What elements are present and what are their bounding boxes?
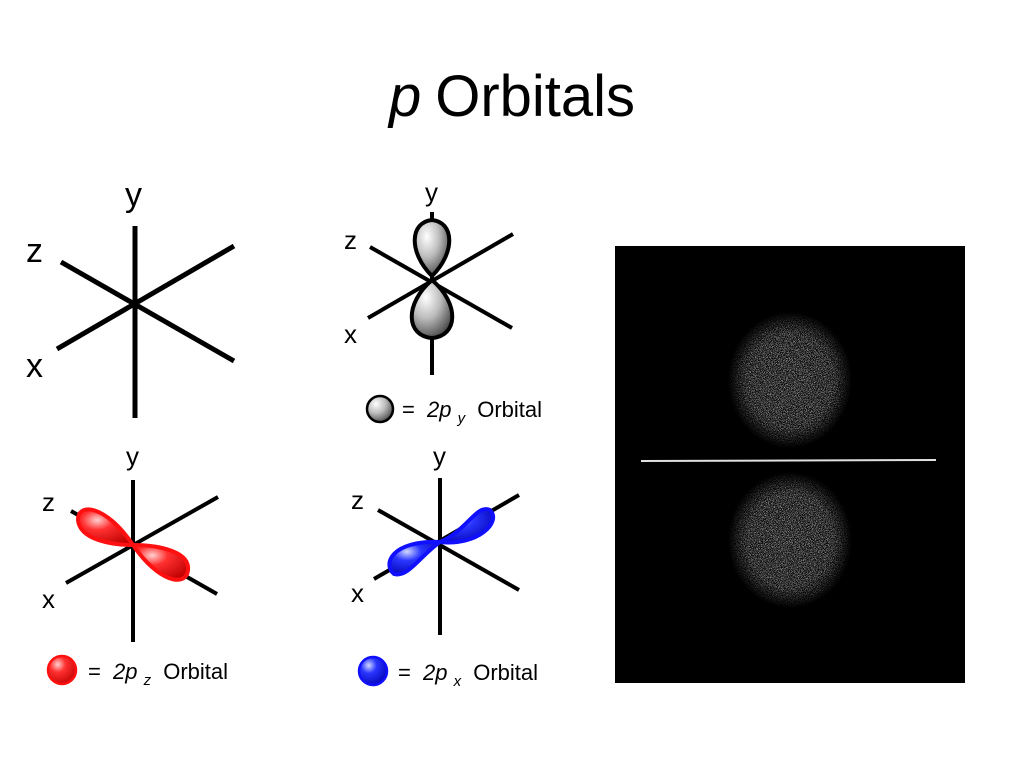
py-legend-eq: = [402, 397, 415, 422]
py-x-axis-line [366, 232, 515, 320]
x-axis-label: x [26, 347, 43, 385]
py-legend-text: = 2p y Orbital [402, 397, 542, 428]
empty-axes-panel: y z x [26, 176, 236, 418]
py-z-label: z [344, 225, 357, 255]
axis-lines [55, 226, 236, 418]
pz-x-label: x [42, 584, 55, 614]
px-legend-sub: x [453, 673, 462, 690]
py-legend-sub: y [457, 410, 467, 427]
py-legend-ball-icon [365, 394, 395, 424]
title-rest: Orbitals [435, 64, 636, 129]
py-legend: = 2p y Orbital [365, 394, 542, 428]
px-x-label: x [351, 578, 364, 608]
py-x-label: x [344, 319, 357, 349]
pz-legend-ball-icon [46, 654, 78, 686]
pz-front-lobe [129, 542, 190, 582]
upper-density-lobe [728, 312, 852, 448]
pz-legend-suffix: Orbital [163, 659, 228, 684]
px-legend-eq: = [398, 660, 411, 685]
py-orbital-panel: y z x [344, 177, 515, 375]
pz-legend: = 2p z Orbital [46, 654, 228, 690]
px-lower-lobe [387, 539, 446, 577]
pz-legend-text: = 2p z Orbital [88, 659, 228, 690]
pz-y-label: y [126, 441, 139, 471]
px-legend: = 2p x Orbital [357, 655, 538, 691]
lower-density-lobe [728, 472, 852, 608]
px-legend-prefix: 2p [422, 660, 447, 685]
pz-legend-eq: = [88, 659, 101, 684]
electron-density-image [615, 246, 965, 683]
px-z-axis-line [377, 508, 520, 592]
pz-legend-sub: z [143, 672, 152, 689]
z-axis-label: z [26, 232, 43, 270]
pz-z-label: z [42, 487, 55, 517]
pz-orbital-panel: y z x [42, 441, 219, 642]
px-legend-ball-icon [357, 655, 389, 687]
y-axis-label: y [125, 176, 142, 214]
py-lower-lobe [409, 277, 455, 341]
px-legend-suffix: Orbital [473, 660, 538, 685]
py-legend-prefix: 2p [426, 397, 451, 422]
px-upper-lobe [432, 507, 496, 545]
pz-legend-prefix: 2p [112, 659, 137, 684]
z-axis-line [59, 259, 236, 364]
px-z-label: z [351, 485, 364, 515]
px-legend-text: = 2p x Orbital [398, 660, 538, 691]
px-y-label: y [433, 441, 446, 471]
nodal-plane-line [640, 459, 937, 462]
density-image-background [615, 246, 965, 683]
py-y-label: y [425, 177, 438, 207]
x-axis-line [55, 243, 236, 352]
py-upper-lobe [412, 217, 452, 279]
title-italic-p: p [388, 64, 422, 129]
pz-back-lobe [75, 507, 137, 548]
px-orbital-panel: y z x [351, 441, 521, 635]
pz-x-axis-line [65, 495, 219, 585]
py-legend-suffix: Orbital [477, 397, 542, 422]
pz-axis-lines [65, 480, 219, 642]
